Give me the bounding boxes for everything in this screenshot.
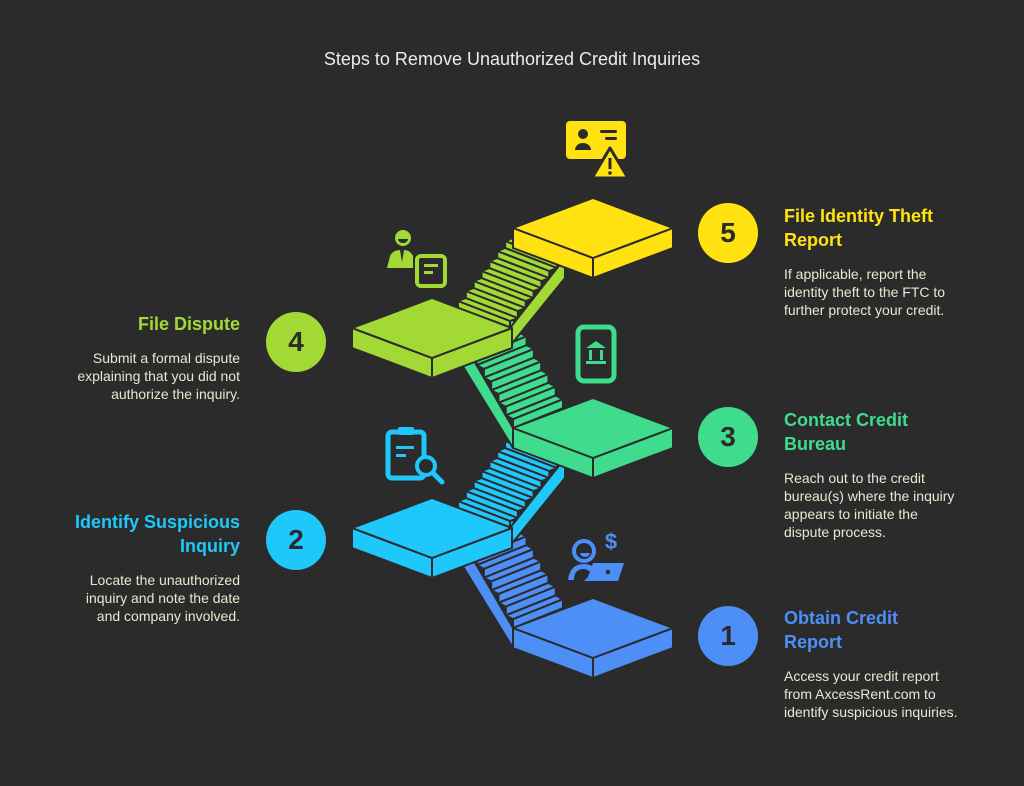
step-4-text: File Dispute Submit a formal dispute exp…	[40, 312, 240, 403]
platform-step-1	[512, 597, 674, 679]
step-3-text: Contact Credit Bureau Reach out to the c…	[784, 408, 984, 541]
step-1-text: Obtain Credit Report Access your credit …	[784, 606, 984, 721]
step-5-number-badge: 5	[698, 203, 758, 263]
step-4-number-badge: 4	[266, 312, 326, 372]
platform-top	[512, 397, 674, 459]
step-5-text: File Identity Theft Report If applicable…	[784, 204, 984, 319]
stair-riser	[512, 398, 564, 429]
platform-top	[351, 497, 513, 559]
step-2-text: Identify Suspicious Inquiry Locate the u…	[40, 510, 240, 625]
step-4-title: File Dispute	[137, 314, 240, 334]
id-card-warning-icon	[566, 121, 630, 180]
step-3-number-badge: 3	[698, 407, 758, 467]
clipboard-search-icon	[385, 427, 445, 485]
stair-riser	[512, 598, 564, 629]
diagram-title: Steps to Remove Unauthorized Credit Inqu…	[323, 49, 701, 69]
step-4-description: Submit a formal dispute explaining that …	[77, 350, 240, 402]
step-1-title: Obtain Credit Report	[784, 608, 899, 652]
person-laptop-dollar-icon: $	[568, 529, 624, 581]
step-5-description: If applicable, report the identity theft…	[784, 266, 946, 318]
platform-step-2	[351, 497, 513, 579]
platform-step-3	[512, 397, 674, 479]
step-3-title: Contact Credit Bureau	[784, 410, 909, 454]
platform-step-5	[512, 197, 674, 279]
platform-top	[351, 297, 513, 359]
svg-text:$: $	[605, 529, 617, 554]
step-2-description: Locate the unauthorized inquiry and note…	[85, 572, 240, 624]
step-1-number-badge: 1	[698, 606, 758, 666]
phone-bank-icon	[575, 324, 617, 384]
platform-top	[512, 197, 674, 259]
platform-step-4	[351, 297, 513, 379]
step-2-number-badge: 2	[266, 510, 326, 570]
step-5-title: File Identity Theft Report	[784, 206, 934, 250]
platform-top	[512, 597, 674, 659]
stair-flight-1	[461, 519, 564, 649]
step-2-title: Identify Suspicious Inquiry	[74, 512, 240, 556]
person-document-icon	[387, 230, 447, 288]
step-1-description: Access your credit report from AxcessRen…	[784, 668, 958, 720]
step-3-description: Reach out to the credit bureau(s) where …	[784, 470, 955, 540]
